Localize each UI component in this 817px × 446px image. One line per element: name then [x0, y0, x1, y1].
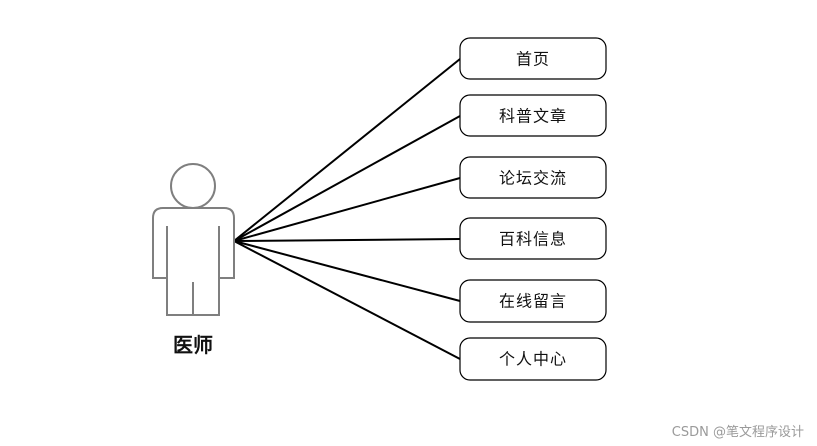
- use-case-label: 百科信息: [499, 230, 567, 249]
- use-case-box: [459, 337, 607, 381]
- use-case-label: 科普文章: [499, 107, 567, 126]
- use-case-label: 个人中心: [499, 350, 567, 369]
- use-case-online-message: 在线留言: [459, 279, 607, 323]
- use-case-forum: 论坛交流: [459, 156, 607, 199]
- actor-figure: [152, 163, 235, 316]
- use-case-label: 首页: [516, 50, 550, 69]
- connector-6: [233, 240, 461, 360]
- connector-5: [233, 240, 461, 302]
- actor-label: 医师: [173, 333, 213, 357]
- actor-body: [152, 207, 235, 316]
- use-case-science-articles: 科普文章: [459, 94, 607, 137]
- connector-2: [233, 115, 461, 242]
- use-case-box: [459, 217, 607, 260]
- connector-4: [233, 238, 461, 242]
- connector-3: [233, 177, 461, 242]
- use-case-box: [459, 156, 607, 199]
- actor-head: [170, 163, 216, 209]
- use-case-encyclopedia: 百科信息: [459, 217, 607, 260]
- use-case-home: 首页: [459, 37, 607, 80]
- connectors: [233, 58, 461, 360]
- use-case-label: 在线留言: [499, 292, 567, 311]
- watermark-text: CSDN @笔文程序设计: [672, 424, 804, 440]
- use-case-box: [459, 37, 607, 80]
- use-case-box: [459, 94, 607, 137]
- use-case-box: [459, 279, 607, 323]
- connector-1: [233, 58, 461, 242]
- use-case-personal-center: 个人中心: [459, 337, 607, 381]
- use-case-label: 论坛交流: [499, 169, 567, 188]
